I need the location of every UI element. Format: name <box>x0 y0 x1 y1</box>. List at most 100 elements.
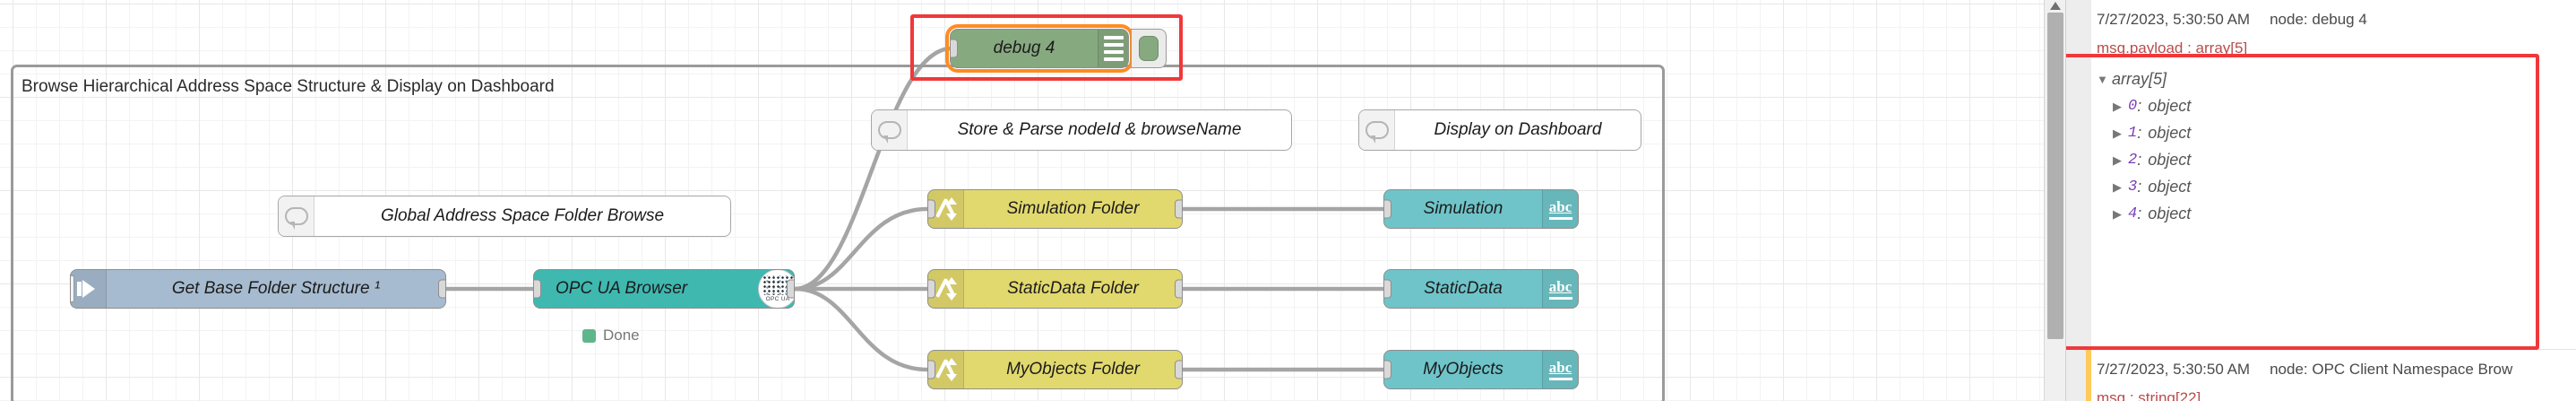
opcua-browser-node[interactable]: OPC UA Browser OPC UA <box>533 269 795 309</box>
debug-message-header: 7/27/2023, 5:30:50 AM node: debug 4 <box>2097 11 2563 29</box>
debug-object-tree[interactable]: ▼ array[5] ▶ 0 : object ▶ 1 : object ▶ <box>2097 70 2563 223</box>
ui-text-node-simulation[interactable]: Simulation abc <box>1383 189 1579 229</box>
caret-down-icon[interactable]: ▼ <box>2097 73 2108 86</box>
comment-bubble-icon <box>872 110 908 150</box>
input-port[interactable] <box>1384 360 1391 379</box>
wire-opcua-to-debug <box>792 46 952 292</box>
status-dot-icon <box>582 328 596 343</box>
caret-right-icon[interactable]: ▶ <box>2113 99 2122 113</box>
abc-icon: abc <box>1542 351 1578 388</box>
debug-message[interactable]: 7/27/2023, 5:30:50 AM node: debug 4 msg.… <box>2066 0 2576 350</box>
debug-message[interactable]: 7/27/2023, 5:30:50 AM node: OPC Client N… <box>2066 350 2576 401</box>
output-port[interactable] <box>438 279 445 299</box>
input-port[interactable] <box>951 39 958 58</box>
opcua-node-status: Done <box>582 327 640 344</box>
debug-timestamp: 7/27/2023, 5:30:50 AM <box>2097 361 2251 378</box>
debug-message-property: msg : string[22] <box>2097 389 2201 401</box>
switch-icon <box>928 190 964 228</box>
canvas-vertical-scrollbar[interactable] <box>2044 0 2065 401</box>
comment-bubble-icon <box>1359 110 1395 150</box>
opc-ua-icon: OPC UA <box>758 270 794 308</box>
wire-layer <box>443 46 1386 372</box>
caret-right-icon[interactable]: ▶ <box>2113 153 2122 167</box>
input-port[interactable] <box>928 199 935 219</box>
debug-tree-item-colon: : <box>2137 205 2142 222</box>
flow-group-box[interactable] <box>11 65 1665 401</box>
output-port[interactable] <box>1175 279 1182 299</box>
debug-tree-item-key: 0 <box>2128 98 2138 115</box>
ui-text-node-label: MyObjects <box>1423 360 1503 379</box>
flow-canvas[interactable]: Browse Hierarchical Address Space Struct… <box>0 0 2065 401</box>
debug-source-node[interactable]: node: debug 4 <box>2270 11 2367 28</box>
debug-tree-item-value: object <box>2148 124 2192 142</box>
debug-tree-item-value: object <box>2148 205 2192 222</box>
debug-timestamp: 7/27/2023, 5:30:50 AM <box>2097 11 2251 28</box>
comment-label: Global Address Space Folder Browse <box>380 206 665 225</box>
comment-node-display-dashboard[interactable]: Display on Dashboard <box>1358 109 1641 151</box>
debug-tree-item-value: object <box>2148 97 2192 115</box>
wire-opcua-to-simulation <box>792 206 930 292</box>
comment-label: Display on Dashboard <box>1434 120 1602 139</box>
switch-node-label: MyObjects Folder <box>1006 360 1140 379</box>
debug-tree-item-colon: : <box>2137 178 2142 196</box>
debug-tree-item-key: 1 <box>2128 125 2138 142</box>
ui-text-node-label: Simulation <box>1423 199 1503 218</box>
debug-tree-root-label: array[5] <box>2112 70 2167 88</box>
inject-trigger-button[interactable] <box>71 275 74 302</box>
debug-node-label: debug 4 <box>993 39 1055 57</box>
input-port[interactable] <box>534 279 541 299</box>
debug-message-accent <box>2086 350 2091 401</box>
comment-label: Store & Parse nodeId & browseName <box>957 120 1242 139</box>
input-port[interactable] <box>1384 279 1391 299</box>
input-port[interactable] <box>928 360 935 379</box>
scroll-up-arrow-icon[interactable] <box>2050 2 2061 10</box>
inject-node-label: Get Base Folder Structure ¹ <box>171 279 381 298</box>
switch-node-myobjects-folder[interactable]: MyObjects Folder <box>927 350 1183 389</box>
debug-tree-item[interactable]: ▶ 2 : object <box>2097 151 2563 170</box>
debug-sidebar[interactable]: 7/27/2023, 5:30:50 AM node: debug 4 msg.… <box>2065 0 2576 401</box>
debug-message-accent <box>2086 0 2091 349</box>
switch-node-label: StaticData Folder <box>1007 279 1139 298</box>
comment-node-global-address-space[interactable]: Global Address Space Folder Browse <box>278 196 731 237</box>
wire-opcua-to-myobjects <box>792 286 930 372</box>
ui-text-node-label: StaticData <box>1424 279 1503 298</box>
switch-node-staticdata-folder[interactable]: StaticData Folder <box>927 269 1183 309</box>
debug-tree-item[interactable]: ▶ 0 : object <box>2097 97 2563 116</box>
debug-node-debug-4[interactable]: debug 4 <box>945 24 1133 73</box>
ui-text-node-myobjects[interactable]: MyObjects abc <box>1383 350 1579 389</box>
switch-node-label: Simulation Folder <box>1006 199 1140 218</box>
output-port[interactable] <box>1175 199 1182 219</box>
caret-right-icon[interactable]: ▶ <box>2113 126 2122 140</box>
input-port[interactable] <box>928 279 935 299</box>
debug-tree-item-colon: : <box>2137 151 2142 169</box>
debug-tree-item[interactable]: ▶ 3 : object <box>2097 178 2563 196</box>
caret-right-icon[interactable]: ▶ <box>2113 206 2122 221</box>
opcua-node-label: OPC UA Browser <box>556 279 688 298</box>
debug-tree-item-value: object <box>2148 178 2192 196</box>
debug-message-header: 7/27/2023, 5:30:50 AM node: OPC Client N… <box>2097 361 2563 379</box>
debug-message-gutter <box>2066 350 2086 401</box>
output-port[interactable] <box>1175 360 1182 379</box>
input-port[interactable] <box>1384 199 1391 219</box>
abc-icon: abc <box>1542 270 1578 308</box>
debug-source-node[interactable]: node: OPC Client Namespace Brow <box>2270 361 2513 378</box>
debug-tree-item-value: object <box>2148 151 2192 169</box>
debug-tree-item-key: 4 <box>2128 205 2138 222</box>
debug-tree-root[interactable]: ▼ array[5] <box>2097 70 2563 89</box>
ui-text-node-staticdata[interactable]: StaticData abc <box>1383 269 1579 309</box>
switch-icon <box>928 270 964 308</box>
inject-arrow-icon <box>71 270 107 308</box>
comment-node-store-parse[interactable]: Store & Parse nodeId & browseName <box>871 109 1292 151</box>
output-port[interactable] <box>787 279 794 299</box>
flow-group-title: Browse Hierarchical Address Space Struct… <box>22 77 555 96</box>
debug-tree-item-colon: : <box>2137 97 2142 115</box>
inject-node-get-base-folder-structure[interactable]: Get Base Folder Structure ¹ <box>70 269 446 309</box>
debug-tree-item[interactable]: ▶ 4 : object <box>2097 205 2563 223</box>
scrollbar-thumb[interactable] <box>2047 13 2063 339</box>
switch-icon <box>928 351 964 388</box>
switch-node-simulation-folder[interactable]: Simulation Folder <box>927 189 1183 229</box>
caret-right-icon[interactable]: ▶ <box>2113 179 2122 194</box>
debug-tree-item[interactable]: ▶ 1 : object <box>2097 124 2563 143</box>
debug-message-gutter <box>2066 0 2086 349</box>
debug-node-enable-toggle[interactable] <box>1131 29 1167 68</box>
